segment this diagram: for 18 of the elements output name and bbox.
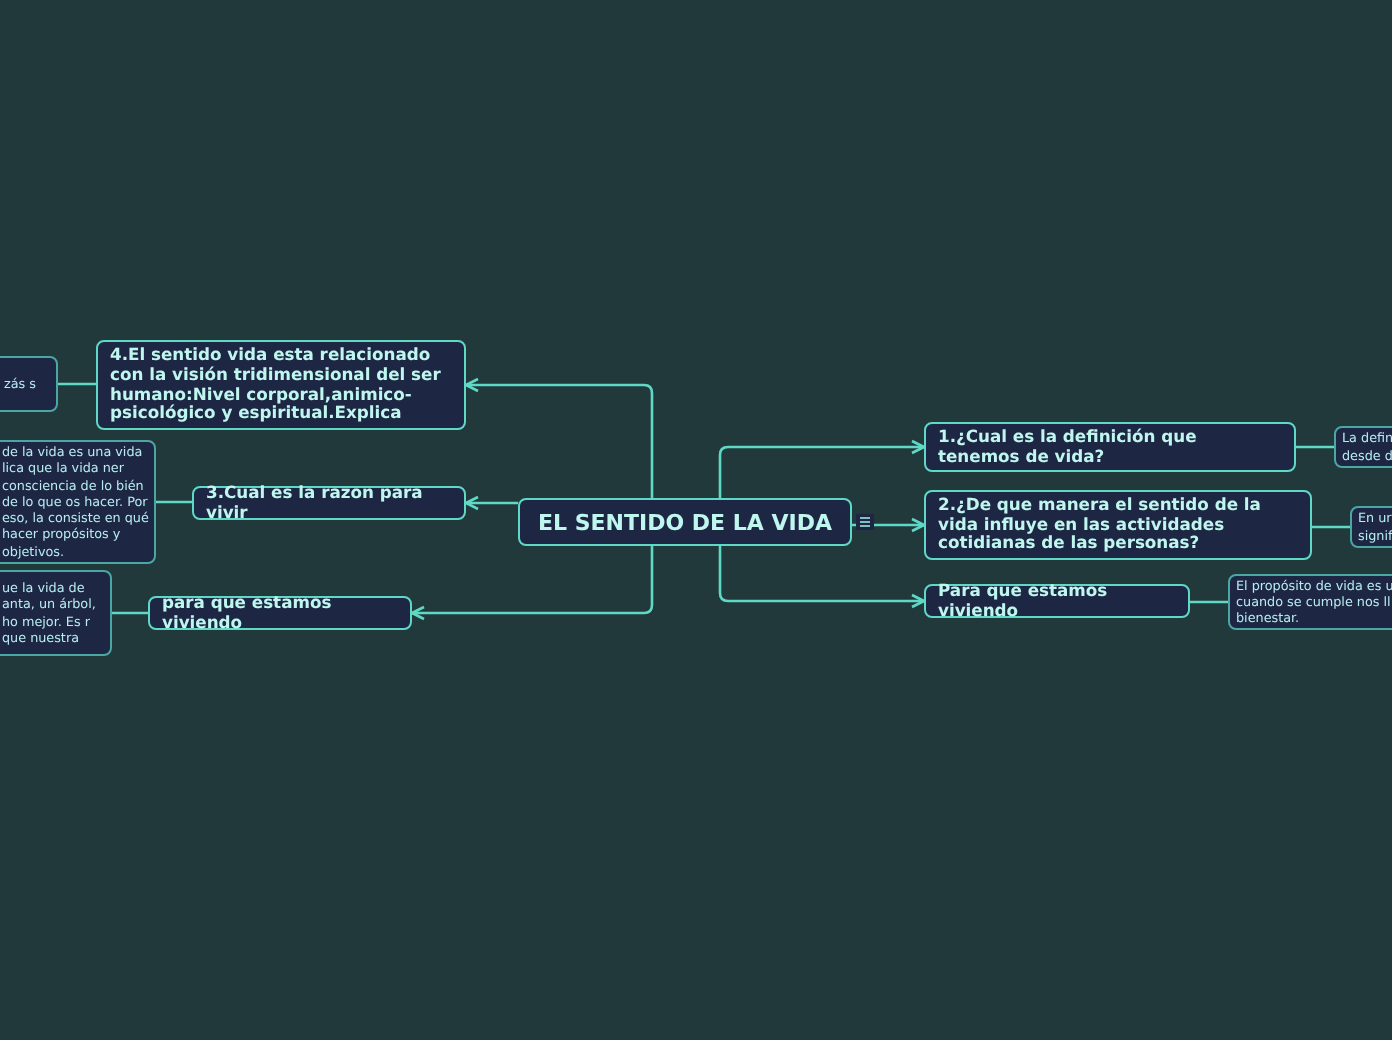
topic-box: 3.Cual es la razon para vivir bbox=[192, 486, 466, 520]
connector bbox=[718, 439, 926, 498]
connector bbox=[718, 546, 926, 609]
topic-box: para que estamos viviendo bbox=[148, 596, 412, 630]
central-topic: EL SENTIDO DE LA VIDA bbox=[518, 498, 852, 546]
topic-box: Para que estamos viviendo bbox=[924, 584, 1190, 618]
topic-box: 4.El sentido vida esta relacionado con la visión tridimensional del ser humano:Nivel corporal,animico-psicológico y espiritual.Explica bbox=[96, 340, 466, 430]
connector bbox=[464, 495, 518, 511]
topic-box: 1.¿Cual es la definición que tenemos de vida? bbox=[924, 422, 1296, 472]
connector bbox=[1190, 600, 1228, 604]
connector bbox=[410, 546, 654, 621]
topic-box: 2.¿De que manera el sentido de la vida influye en las actividades cotidianas de las personas? bbox=[924, 490, 1312, 560]
connector bbox=[156, 500, 192, 504]
connector bbox=[1296, 445, 1334, 449]
connector bbox=[1312, 525, 1350, 529]
connector bbox=[58, 382, 96, 386]
connector bbox=[464, 377, 654, 498]
connector bbox=[112, 611, 148, 615]
